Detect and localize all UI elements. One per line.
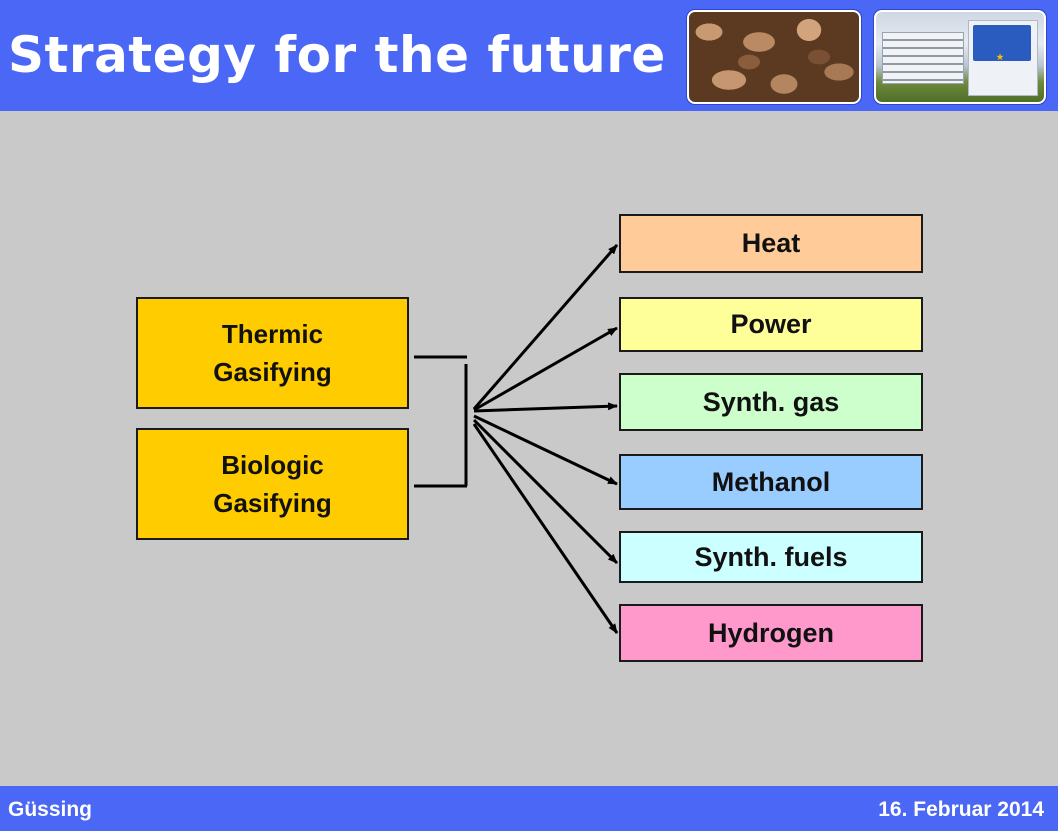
output-heat-label: Heat xyxy=(741,228,801,258)
footer-bar: Güssing 16. Februar 2014 xyxy=(0,786,1058,831)
arrow-to-synth-fuels xyxy=(472,418,619,565)
output-methanol: Methanol xyxy=(619,454,923,510)
arrow-to-power xyxy=(473,326,618,412)
footer-date: 16. Februar 2014 xyxy=(878,798,1044,821)
arrow-to-synth-gas xyxy=(473,402,618,413)
signboard-image: ⋆ xyxy=(968,20,1038,96)
output-heat: Heat xyxy=(619,214,923,273)
arrow-to-heat xyxy=(472,244,619,410)
wood-chips-photo xyxy=(687,10,861,104)
output-synth-gas-label: Synth. gas xyxy=(702,386,840,417)
output-synth-fuels-label: Synth. fuels xyxy=(694,541,848,572)
thermic-gasifying-box: Thermic Gasifying xyxy=(136,297,409,409)
output-power: Power xyxy=(619,297,923,352)
arrow-to-hydrogen xyxy=(472,423,619,634)
slide-title: Strategy for the future xyxy=(8,26,666,84)
footer-location: Güssing xyxy=(8,798,93,821)
building-image xyxy=(882,32,964,84)
thermic-line1: Thermic xyxy=(221,319,324,349)
output-synth-fuels: Synth. fuels xyxy=(619,531,923,583)
european-centre-building-photo: ⋆ xyxy=(874,10,1046,104)
output-hydrogen-label: Hydrogen xyxy=(707,617,834,648)
output-power-label: Power xyxy=(730,309,812,339)
arrow-to-methanol xyxy=(473,414,618,486)
thermic-line2: Gasifying xyxy=(213,357,332,387)
title-bar: Strategy for the future ⋆ xyxy=(0,0,1058,111)
eu-flag-logo: ⋆ xyxy=(973,25,1031,66)
output-hydrogen: Hydrogen xyxy=(619,604,923,662)
biologic-line1: Biologic xyxy=(221,450,324,480)
output-methanol-label: Methanol xyxy=(711,466,831,497)
output-synth-gas: Synth. gas xyxy=(619,373,923,431)
biologic-gasifying-box: Biologic Gasifying xyxy=(136,428,409,540)
biologic-line2: Gasifying xyxy=(213,488,332,518)
